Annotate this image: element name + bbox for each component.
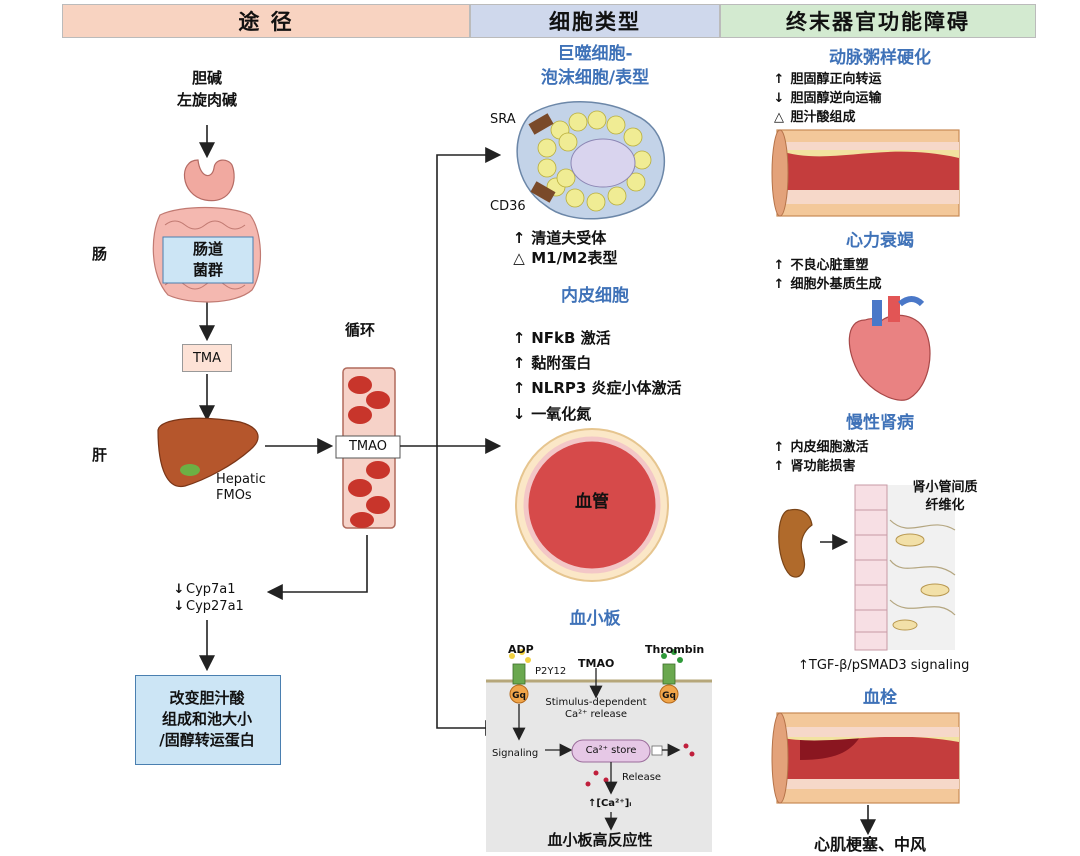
cd36-label: CD36 [490, 199, 526, 214]
tmao-label: TMAO [348, 439, 388, 454]
athero-item-0: ↑ 胆固醇正向转运 [773, 72, 882, 87]
adp-label: ADP [508, 643, 534, 656]
tgf-label: ↑TGF-β/pSMAD3 signaling [798, 658, 970, 673]
ckd-item-0: ↑ 内皮细胞激活 [773, 440, 869, 455]
macrophage-title-line1: 巨噬细胞- [557, 44, 633, 64]
ckd-title: 慢性肾病 [846, 413, 914, 433]
hepatic-label: Hepatic [216, 472, 266, 487]
macrophage-icon [516, 101, 666, 220]
tmao-box [335, 435, 401, 459]
gut-box-line1: 肠道 [192, 240, 223, 258]
outcome-label: 心肌梗塞、中风 [813, 835, 926, 854]
thrombosis-title: 血栓 [863, 688, 897, 708]
bile-acid-box [135, 675, 281, 765]
kidney-icon [778, 508, 813, 578]
thrombin-label: Thrombin [645, 643, 705, 656]
platelet-title: 血小板 [569, 609, 621, 629]
endothelial-item-3: ↓ 一氧化氮 [512, 405, 592, 423]
vessel-cross-section-icon [515, 428, 669, 582]
gq-left-label: Gq [512, 691, 526, 701]
bile-box-line2: 组成和池大小 [161, 710, 252, 728]
endothelial-title: 内皮细胞 [561, 286, 629, 306]
header-end-organ: 终末器官功能障碍 [720, 4, 1036, 38]
liver-icon [157, 417, 259, 488]
cyp27a1-label: ↓Cyp27a1 [173, 599, 244, 614]
stimulus-line1: Stimulus-dependent [545, 697, 647, 708]
macrophage-item-1: △ M1/M2表型 [513, 249, 618, 267]
macrophage-item-0: ↑ 清道夫受体 [512, 229, 607, 247]
heart-failure-title: 心力衰竭 [846, 231, 914, 251]
tma-box: TMA [182, 344, 232, 372]
ckd-item-1: ↑ 肾功能损害 [773, 459, 856, 474]
stimulus-line2: Ca²⁺ release [564, 709, 628, 720]
precursor-carnitine: 左旋肉碱 [176, 91, 237, 109]
arrow-to-macrophage [436, 147, 502, 446]
fibrosis-panel [854, 484, 956, 651]
vessel-label: 血管 [575, 492, 609, 512]
precursor-choline: 胆碱 [191, 69, 222, 87]
header-cell-types: 细胞类型 [470, 4, 720, 38]
atherosclerosis-title: 动脉粥样硬化 [829, 48, 931, 68]
heart-icon [848, 296, 931, 401]
artery-icon [771, 129, 960, 217]
athero-item-1: ↓ 胆固醇逆向运输 [773, 91, 882, 106]
macrophage-title-line2: 泡沫细胞/表型 [540, 68, 650, 88]
arrow-to-platelet [436, 446, 502, 736]
platelet-panel [486, 649, 712, 852]
fibrosis-line2: 纤维化 [925, 498, 965, 513]
platelet-tmao-label: TMAO [578, 657, 615, 670]
arrow-to-cyp [266, 535, 368, 600]
endothelial-item-2: ↑ NLRP3 炎症小体激活 [512, 379, 682, 397]
gut-label: 肠 [92, 245, 108, 263]
thrombus-artery-icon [771, 712, 960, 804]
liver-label: 肝 [92, 446, 108, 464]
header-pathway: 途 径 [62, 4, 470, 38]
gut-box-line2: 菌群 [192, 261, 223, 279]
ca-increase-label: ↑[Ca²⁺]ᵢ [588, 798, 632, 809]
fibrosis-line1: 肾小管间质 [912, 480, 978, 495]
signaling-label: Signaling [492, 748, 539, 759]
p2y12-label: P2Y12 [535, 666, 567, 677]
ca-store-label: Ca²⁺ store [585, 745, 637, 756]
endothelial-item-1: ↑ 黏附蛋白 [512, 354, 592, 372]
release-label: Release [622, 772, 662, 783]
gq-right-label: Gq [662, 691, 676, 701]
sra-label: SRA [490, 112, 516, 127]
cyp7a1-label: ↓Cyp7a1 [173, 582, 236, 597]
endothelial-item-0: ↑ NFkB 激活 [512, 329, 611, 347]
fmos-label: FMOs [216, 488, 252, 503]
gut-microbiota-box [162, 236, 254, 284]
bile-box-line1: 改变胆汁酸 [169, 689, 245, 707]
hf-item-1: ↑ 细胞外基质生成 [773, 277, 882, 292]
circulation-label: 循环 [345, 321, 376, 339]
hf-item-0: ↑ 不良心脏重塑 [773, 258, 869, 273]
athero-item-2: △ 胆汁酸组成 [774, 110, 856, 125]
platelet-result: 血小板高反应性 [547, 831, 653, 849]
bile-box-line3: /固醇转运蛋白 [159, 731, 255, 749]
